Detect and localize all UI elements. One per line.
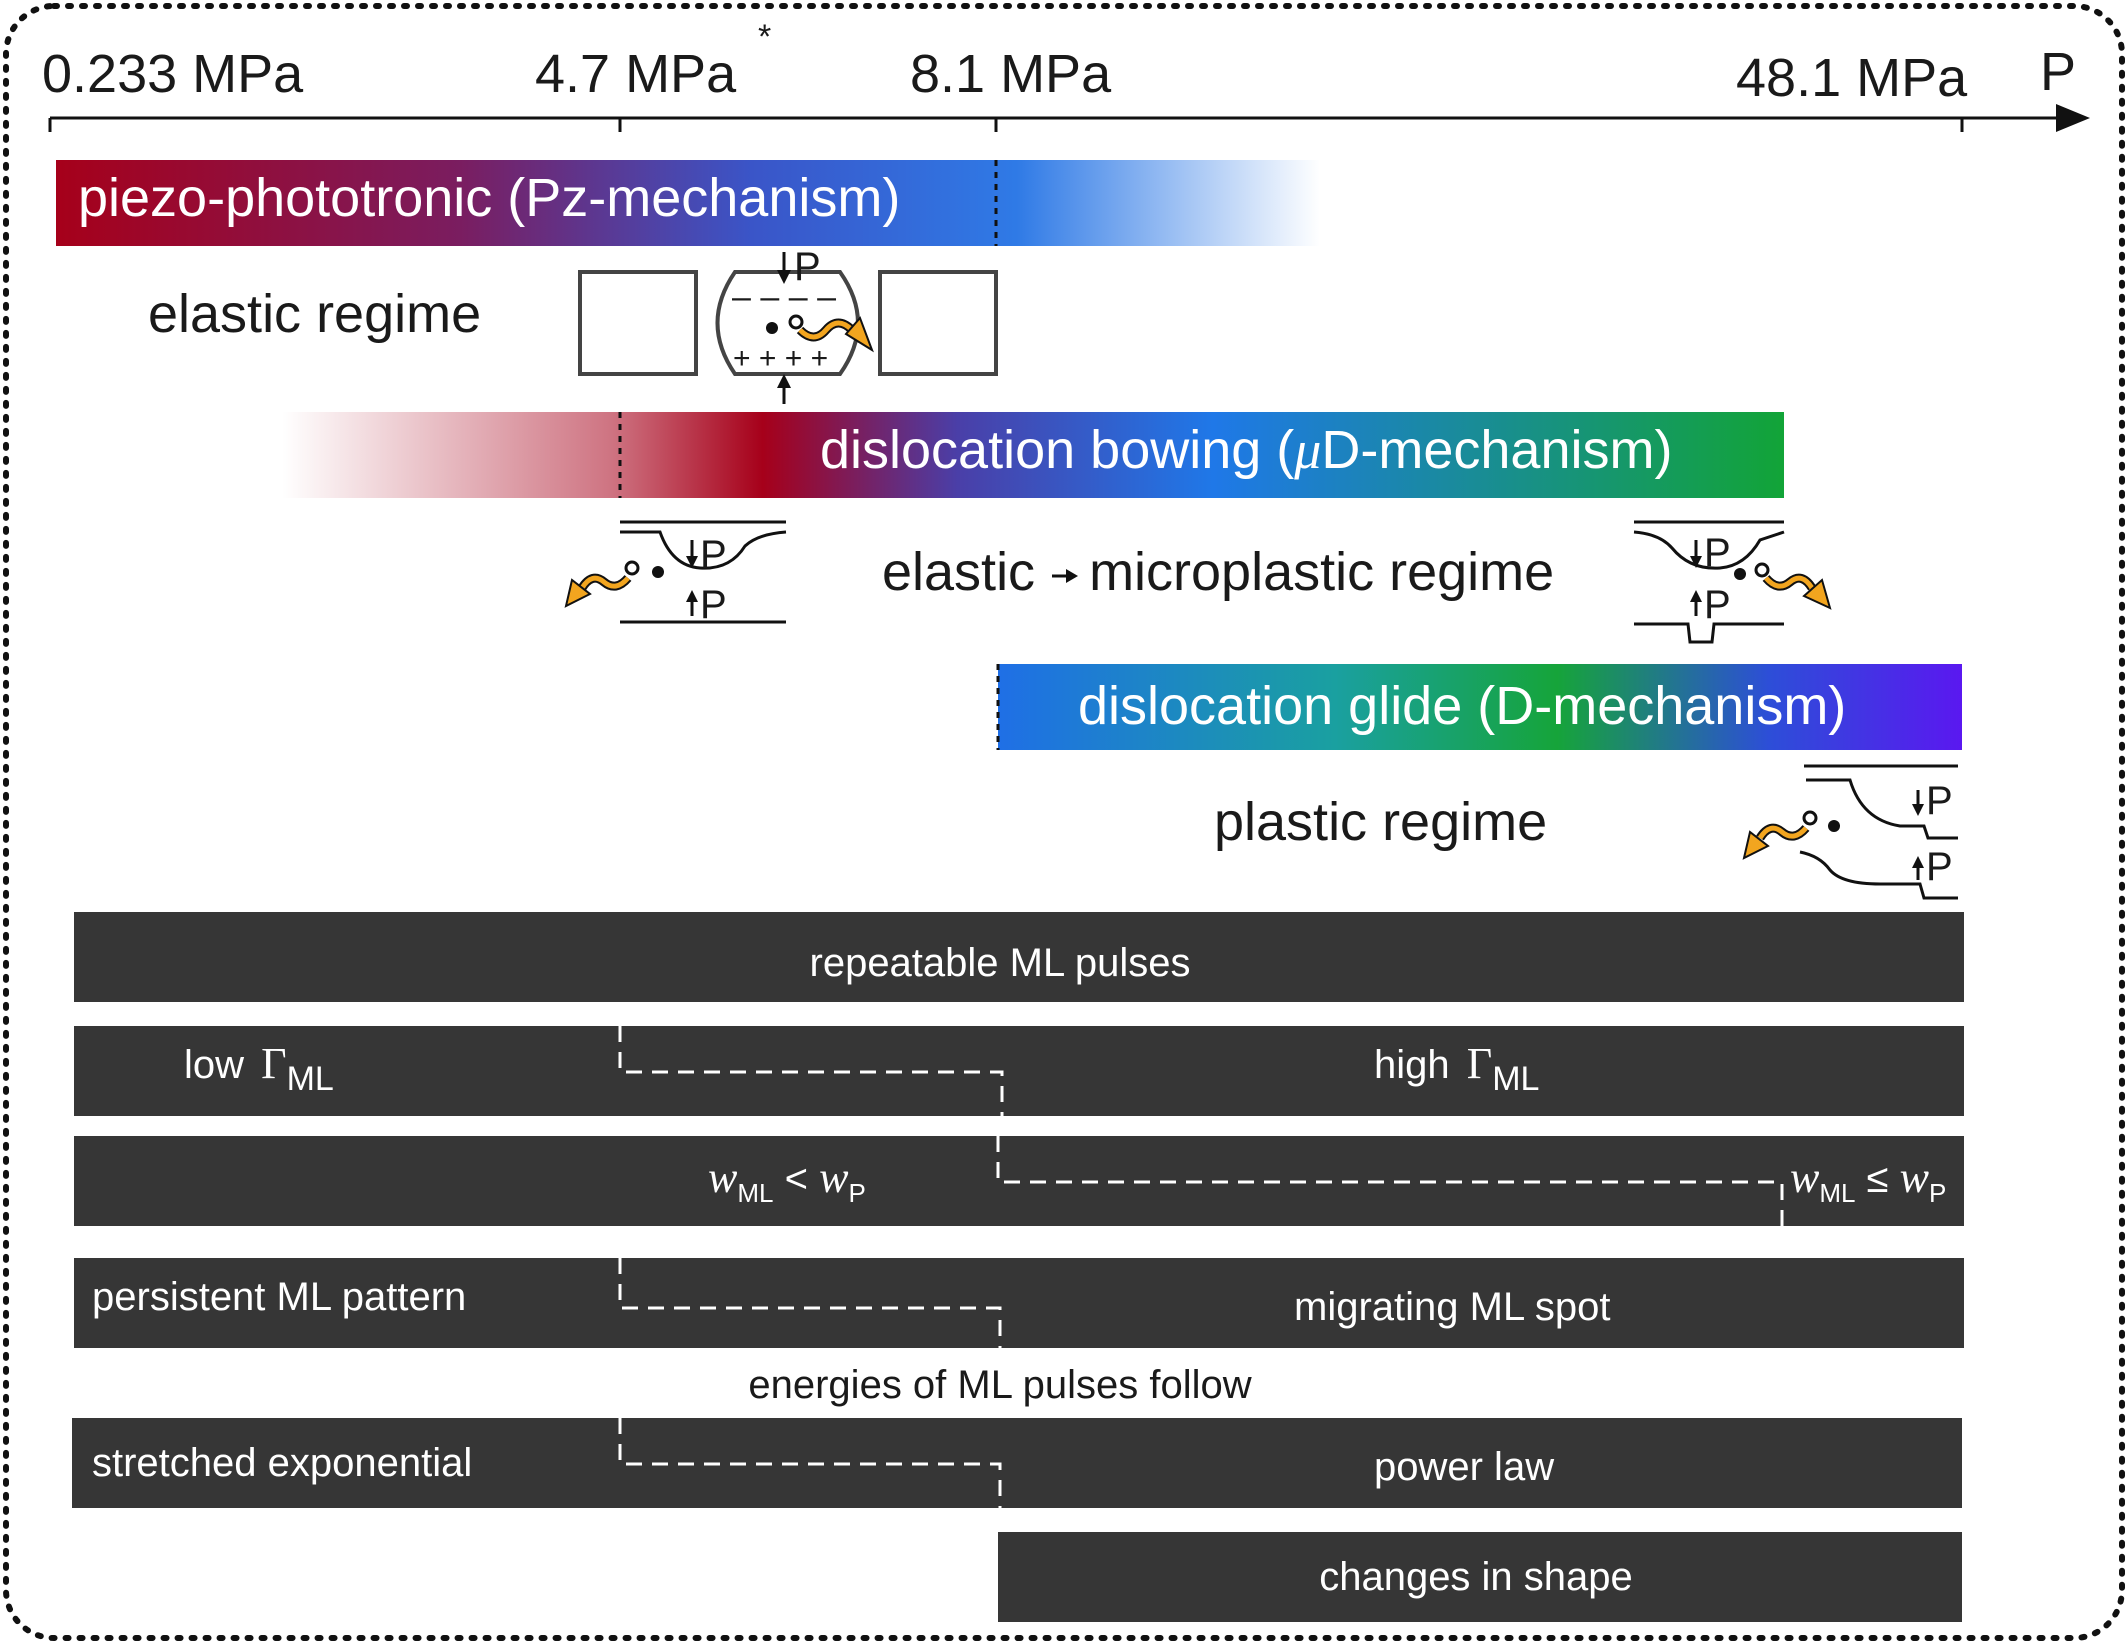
pz-mechanism-label: piezo-phototronic (Pz-mechanism) — [78, 168, 900, 228]
arrow-up-icon — [686, 590, 698, 602]
changes-in-shape-bar — [998, 1532, 1962, 1622]
energy-distribution-bar — [72, 1418, 1962, 1508]
arrow-down-icon — [777, 270, 791, 284]
ml-pattern-bar — [74, 1258, 1964, 1348]
pressure-p-label: P — [1704, 583, 1731, 627]
crystal-box — [578, 270, 698, 376]
high-gamma-label: high ΓML — [1374, 1039, 1539, 1098]
tick-label-81: 8.1 MPa — [910, 44, 1112, 104]
photon-wave-icon — [1757, 825, 1808, 840]
elastic-regime-label: elastic regime — [148, 284, 481, 344]
photon-wave-icon — [579, 575, 630, 590]
tick-label-47: 4.7 MPa — [535, 44, 737, 104]
photon-wave-icon — [798, 320, 862, 340]
ud-mechanism-band — [282, 412, 1784, 498]
energy-transition-line — [618, 1418, 1002, 1508]
arrow-up-icon — [1690, 590, 1702, 602]
pressure-p-label: P — [794, 245, 821, 289]
compressed-crystal — [715, 270, 860, 376]
pressure-p-label: P — [1926, 779, 1953, 823]
minus-charges: – – – – — [732, 278, 836, 316]
arrow-up-icon — [777, 374, 791, 388]
d-mechanism-band — [998, 664, 1962, 750]
tick-label-0233: 0.233 MPa — [42, 44, 304, 104]
low-gamma-label: low ΓML — [184, 1039, 334, 1098]
changes-in-shape-label: changes in shape — [1319, 1555, 1633, 1599]
width-le-label: wML ≤ wP — [1790, 1153, 1946, 1208]
repeatable-ml-pulses-label: repeatable ML pulses — [810, 941, 1191, 985]
axis-end-label: P — [2040, 42, 2076, 102]
microplastic-sketch-right: P P — [1633, 520, 1832, 644]
ud-mechanism-label: dislocation bowing (μD-mechanism) — [820, 420, 1672, 480]
photon-arrow-icon — [1742, 830, 1770, 860]
persistent-ml-pattern-label: persistent ML pattern — [92, 1275, 466, 1319]
photon-arrow-icon — [844, 316, 874, 353]
axis-arrowhead-icon — [2056, 104, 2090, 132]
hole-dot — [1802, 810, 1818, 826]
arrow-up-icon — [1912, 856, 1924, 868]
pz-mechanism-band — [56, 160, 1320, 246]
d-mechanism-label: dislocation glide (D-mechanism) — [1078, 676, 1846, 736]
photon-arrow-icon — [1802, 578, 1832, 610]
microplastic-sketch-left: P P — [564, 520, 787, 627]
arrow-down-icon — [1690, 556, 1702, 568]
electron-dot — [1828, 820, 1840, 832]
arrow-down-icon — [686, 556, 698, 568]
plastic-regime-label: plastic regime — [1214, 792, 1547, 852]
plastic-sketch: P P — [1742, 764, 1958, 900]
pressure-p-label: P — [700, 583, 727, 627]
pressure-p-label: P — [700, 533, 727, 577]
tick-label-481: 48.1 MPa — [1736, 48, 1968, 108]
pattern-transition-line — [618, 1258, 1002, 1348]
hole-dot — [1754, 562, 1770, 578]
plus-charges: + + + + — [733, 342, 828, 375]
energies-caption: energies of ML pulses follow — [748, 1363, 1251, 1407]
frame — [3, 3, 2125, 1641]
pressure-axis: 0.233 MPa 4.7 MPa * 8.1 MPa 48.1 MPa P — [42, 18, 2090, 132]
width-lt-label: wML < wP — [708, 1153, 866, 1208]
gamma-ml-bar — [74, 1026, 1964, 1116]
migrating-ml-spot-label: migrating ML spot — [1294, 1285, 1610, 1329]
pressure-p-label: P — [1704, 531, 1731, 575]
regime-arrow-icon — [1052, 569, 1078, 583]
electron-dot — [652, 566, 664, 578]
repeatable-ml-pulses-bar — [74, 912, 1964, 1002]
crystal-box — [878, 270, 998, 376]
power-law-label: power law — [1374, 1445, 1554, 1489]
pressure-p-label: P — [1926, 845, 1953, 889]
stretched-exponential-label: stretched exponential — [92, 1441, 472, 1485]
gamma-transition-line — [618, 1026, 1004, 1116]
electron-dot — [1734, 568, 1746, 580]
photon-wave-icon — [1764, 575, 1815, 590]
hole-dot — [624, 560, 640, 576]
arrow-down-icon — [1912, 804, 1924, 816]
elastic-sketch: – – – – + + + + P — [578, 245, 998, 404]
photon-arrow-icon — [564, 578, 592, 608]
hole-dot — [788, 314, 804, 330]
tick-asterisk: * — [758, 18, 771, 56]
electron-dot — [766, 322, 778, 334]
